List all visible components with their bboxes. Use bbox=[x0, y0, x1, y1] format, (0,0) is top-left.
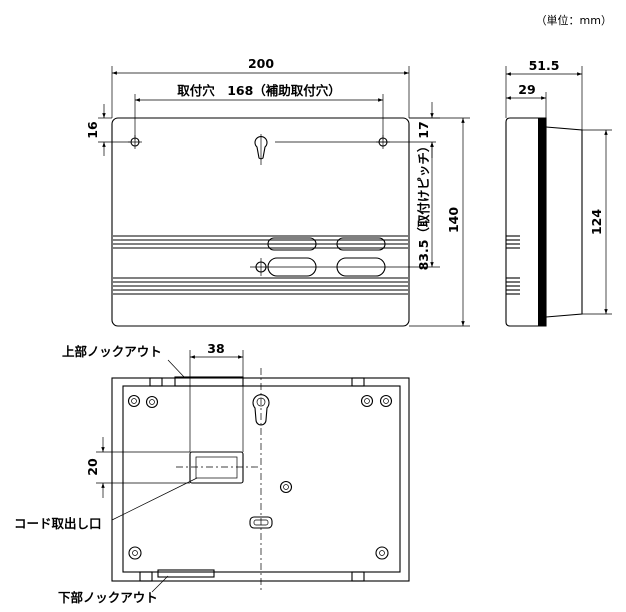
front-body bbox=[111, 117, 410, 327]
side-base bbox=[545, 126, 583, 318]
side-view: 51.5 29 124 bbox=[505, 58, 612, 327]
vertical-pitch-label: 83.5（取付けピッチ） bbox=[416, 140, 431, 271]
side-vents bbox=[506, 235, 520, 295]
screw-top-left-2 bbox=[145, 395, 159, 409]
rear-view: 38 上部ノックアウト 20 コード取出し口 下部ノックアウト bbox=[14, 341, 410, 605]
screw-top-right-2 bbox=[379, 394, 393, 408]
cord-outlet bbox=[189, 451, 244, 484]
unit-note: （単位：mm） bbox=[536, 13, 612, 27]
offset16-label: 16 bbox=[85, 121, 100, 139]
cord-outlet-inner bbox=[195, 456, 238, 479]
top-tab-left bbox=[149, 377, 163, 387]
top-knockout-label: 上部ノックアウト bbox=[62, 344, 162, 359]
hole-pitch-label: 取付穴 168（補助取付穴） bbox=[177, 83, 341, 98]
screw-bottom-right bbox=[375, 546, 389, 560]
rear-inner-frame bbox=[122, 385, 401, 573]
rear-lower-slot-inner bbox=[253, 519, 269, 526]
bottom-knockout bbox=[157, 569, 215, 578]
width-dim-label: 200 bbox=[248, 56, 274, 71]
vent-grooves bbox=[113, 235, 408, 295]
bottom-knockout-label: 下部ノックアウト bbox=[58, 590, 158, 605]
offset17-label: 17 bbox=[416, 121, 431, 138]
screw-center bbox=[279, 480, 293, 494]
depth-label: 51.5 bbox=[529, 58, 560, 73]
screw-bottom-left bbox=[128, 546, 142, 560]
height140-label: 140 bbox=[446, 207, 461, 233]
upper-left-slot bbox=[267, 237, 317, 251]
rear-keyhole-inner bbox=[256, 397, 266, 407]
screw-top-left-1 bbox=[127, 394, 141, 408]
top-tab-right bbox=[351, 377, 365, 387]
lower-right-slot bbox=[336, 257, 386, 277]
side-body bbox=[505, 117, 547, 327]
screw-top-right-1 bbox=[360, 394, 374, 408]
bottom-tab-right bbox=[351, 571, 365, 582]
side-front-plate bbox=[538, 118, 546, 326]
upper-right-slot bbox=[336, 237, 386, 251]
top-knockout-leader bbox=[167, 359, 186, 379]
front-view: 200 取付穴 168（補助取付穴） 16 17 83.5（取付けピッチ） bbox=[85, 56, 470, 327]
cord-outlet-leader bbox=[111, 477, 198, 521]
inner-depth-label: 29 bbox=[518, 82, 535, 97]
side-height-label: 124 bbox=[589, 209, 604, 235]
rear-keyhole bbox=[252, 394, 270, 426]
rear-lower-slot bbox=[249, 516, 273, 529]
rear-body bbox=[111, 377, 410, 582]
cord-outlet-label: コード取出し口 bbox=[14, 516, 102, 531]
bottom-tab-left bbox=[139, 571, 153, 582]
knockout-width-label: 38 bbox=[207, 341, 224, 356]
bottom-knockout-leader bbox=[151, 575, 169, 593]
cord-height-label: 20 bbox=[85, 458, 100, 476]
